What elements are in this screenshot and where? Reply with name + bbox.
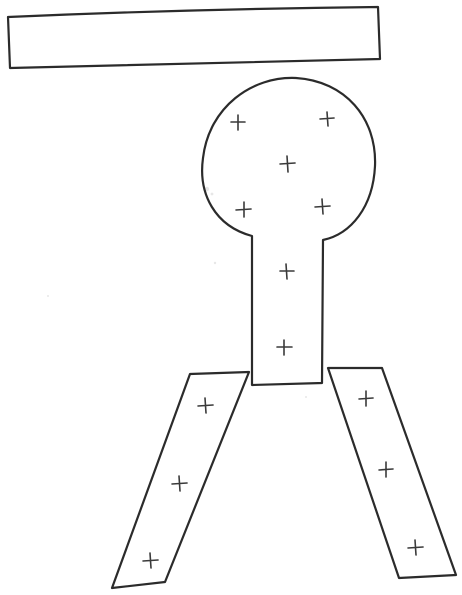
plus-marker bbox=[236, 202, 251, 217]
left-leg-markers bbox=[143, 398, 213, 568]
plus-marker bbox=[359, 391, 373, 406]
plus-marker bbox=[280, 156, 295, 172]
plus-marker bbox=[379, 462, 393, 477]
top-bar bbox=[8, 7, 380, 68]
plus-marker bbox=[320, 112, 334, 126]
right-leg bbox=[328, 368, 456, 578]
plus-marker bbox=[143, 553, 158, 568]
left-leg bbox=[112, 372, 249, 588]
plus-marker bbox=[280, 264, 294, 279]
plus-marker bbox=[315, 199, 330, 214]
plus-marker bbox=[172, 476, 187, 491]
keyhole-body bbox=[202, 78, 375, 385]
bulb-markers bbox=[231, 112, 334, 217]
paper-specks bbox=[47, 187, 307, 398]
plus-marker bbox=[277, 340, 292, 355]
plus-marker bbox=[198, 398, 213, 413]
right-leg-markers bbox=[359, 391, 423, 555]
plus-marker bbox=[231, 115, 245, 130]
stem-markers bbox=[277, 264, 294, 355]
plus-marker bbox=[408, 540, 423, 555]
